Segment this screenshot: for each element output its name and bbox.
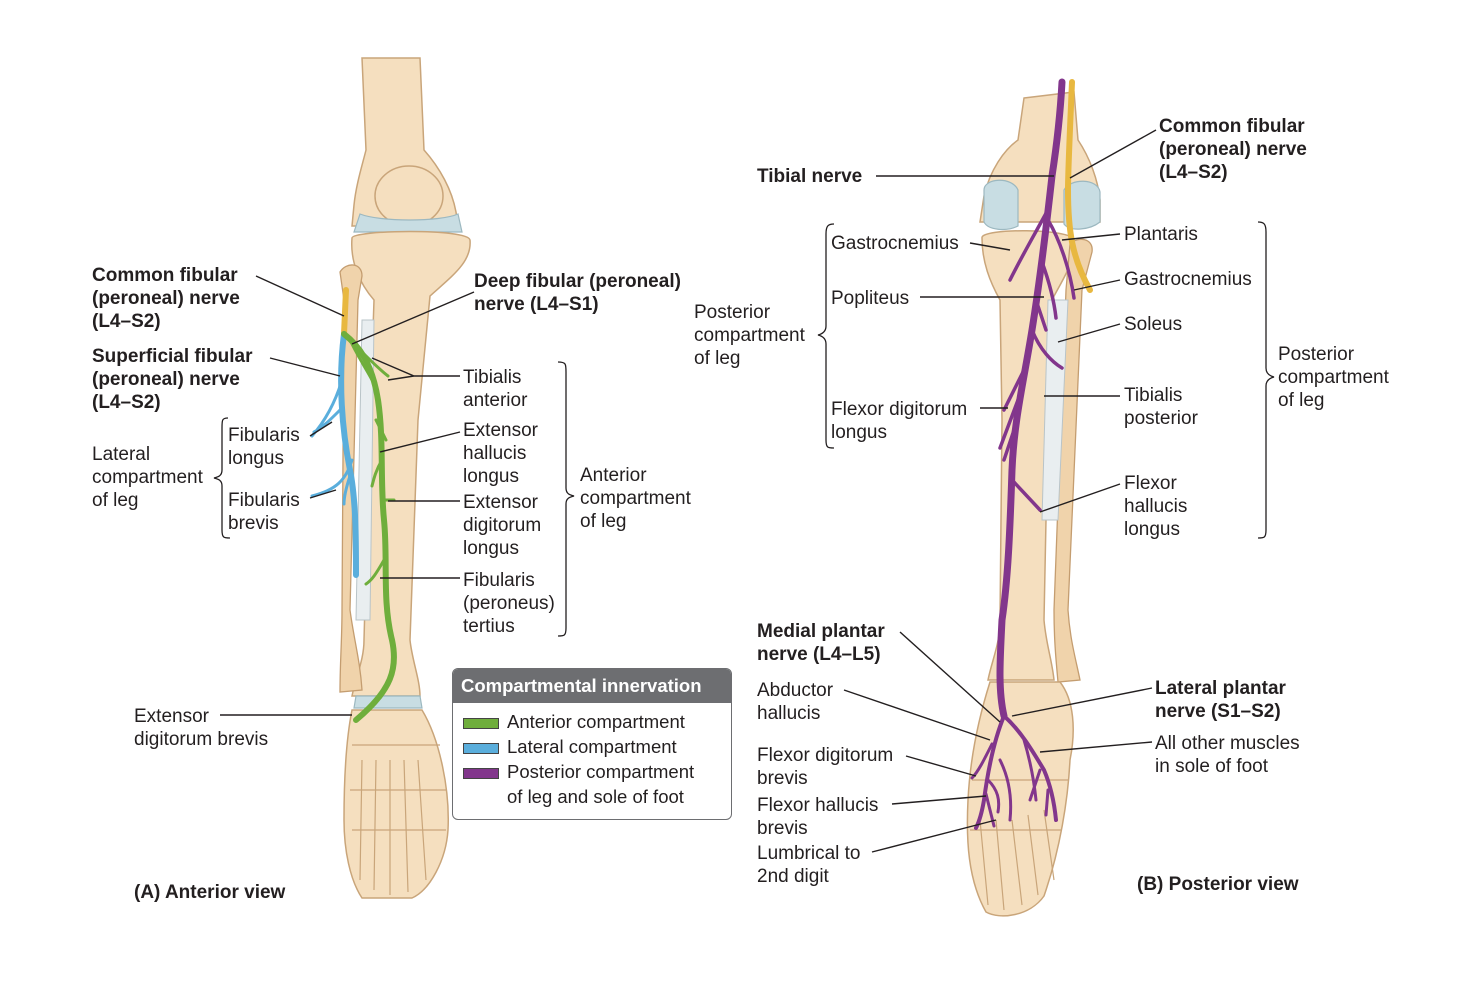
legend-item-anterior: Anterior compartment xyxy=(453,709,731,734)
medial-condyle-cartilage xyxy=(983,179,1019,231)
legend-label-lateral: Lateral compartment xyxy=(507,736,677,757)
superficial-fibular-branches xyxy=(310,378,354,506)
label-common-fibular-b: Common fibular(peroneal) nerve(L4–S2) xyxy=(1159,116,1307,183)
legend: Compartmental innervation Anterior compa… xyxy=(452,668,732,820)
legend-swatch-posterior xyxy=(463,768,499,779)
label-common-fibular-a: Common fibular(peroneal) nerve(L4–S2) xyxy=(92,265,240,332)
deep-fibular-branches xyxy=(350,342,396,586)
ankle-cartilage xyxy=(353,695,423,709)
deep-fibular-nerve xyxy=(341,331,398,723)
fibula-posterior xyxy=(1053,238,1093,683)
label-plantaris: Plantaris xyxy=(1124,224,1198,245)
legend-label-posterior-2: of leg and sole of foot xyxy=(507,786,684,807)
label-soleus: Soleus xyxy=(1124,314,1182,335)
label-gastrocnemius-right: Gastrocnemius xyxy=(1124,269,1252,290)
posterior-leg-illustration xyxy=(966,78,1101,917)
caption-anterior: (A) Anterior view xyxy=(134,882,286,903)
legend-title: Compartmental innervation xyxy=(453,669,731,703)
legend-item-lateral: Lateral compartment xyxy=(453,734,731,759)
legend-item-posterior: Posterior compartment xyxy=(453,759,731,784)
common-fibular-nerve-anterior xyxy=(341,287,349,337)
tibia xyxy=(351,230,471,697)
foot-bone-outlines xyxy=(350,744,446,895)
foot-bone-outlines-posterior xyxy=(970,779,1068,911)
superficial-fibular-nerve xyxy=(338,331,359,578)
posterior-labels: Tibial nerve Common fibular(peroneal) ne… xyxy=(694,116,1390,895)
common-fibular-nerve-posterior xyxy=(1065,79,1093,293)
patella xyxy=(374,165,444,227)
legend-item-posterior-line2: of leg and sole of foot xyxy=(453,784,731,809)
medial-plantar-nerve xyxy=(974,714,1006,830)
lateral-plantar-nerve xyxy=(1002,714,1058,822)
label-popliteus: Popliteus xyxy=(831,288,909,309)
caption-posterior: (B) Posterior view xyxy=(1137,874,1299,895)
label-deep-fibular: Deep fibular (peroneal)nerve (L4–S1) xyxy=(474,271,681,315)
medial-plantar-branches xyxy=(970,742,1013,828)
anterior-leg-illustration xyxy=(310,57,471,899)
legend-label-anterior: Anterior compartment xyxy=(507,711,685,732)
lateral-plantar-branches xyxy=(1022,738,1050,817)
legend-swatch-anterior xyxy=(463,718,499,729)
label-gastrocnemius-left: Gastrocnemius xyxy=(831,233,959,254)
foot-bones xyxy=(343,709,450,899)
anterior-labels: Common fibular(peroneal) nerve(L4–S2) Su… xyxy=(92,265,692,903)
label-fibularis-tertius: Fibularis(peroneus)tertius xyxy=(463,570,555,637)
knee-cartilage xyxy=(353,213,463,233)
label-tibial-nerve: Tibial nerve xyxy=(757,166,862,187)
label-superficial-fibular: Superficial fibular(peroneal) nerve(L4–S… xyxy=(92,346,253,413)
legend-swatch-lateral xyxy=(463,743,499,754)
tibial-nerve-branches xyxy=(998,204,1076,512)
legend-label-posterior: Posterior compartment xyxy=(507,761,695,782)
